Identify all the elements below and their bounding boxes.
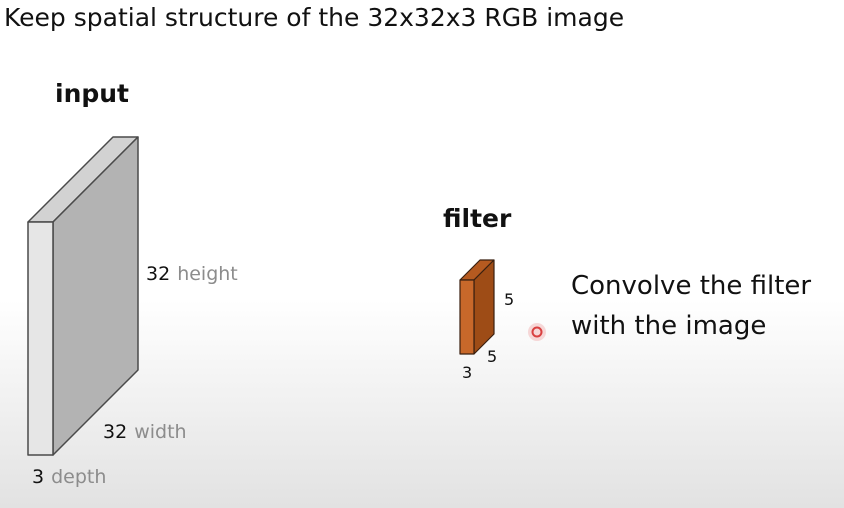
caption-line-1: Convolve the filter (571, 271, 812, 301)
input-height-dimension: 32 height (146, 263, 238, 285)
filter-width-value: 5 (487, 347, 498, 366)
filter-depth-value: 3 (462, 363, 473, 382)
input-volume-front-face (27, 221, 54, 456)
filter-height-value: 5 (504, 290, 515, 309)
input-label: input (55, 79, 130, 108)
input-width-word: width (134, 421, 187, 443)
input-height-word: height (177, 263, 238, 285)
input-depth-dimension: 3 depth (32, 466, 106, 488)
convolve-caption: Convolve the filter with the image (571, 266, 811, 346)
input-height-value: 32 (146, 263, 171, 285)
input-width-dimension: 32 width (103, 421, 187, 443)
input-width-value: 32 (103, 421, 128, 443)
input-depth-word: depth (51, 466, 107, 488)
page-title: Keep spatial structure of the 32x32x3 RG… (4, 3, 625, 32)
caption-line-2: with the image (571, 311, 767, 341)
filter-label: filter (443, 204, 512, 233)
filter-volume-front-face (459, 279, 475, 355)
input-depth-value: 3 (32, 466, 45, 488)
